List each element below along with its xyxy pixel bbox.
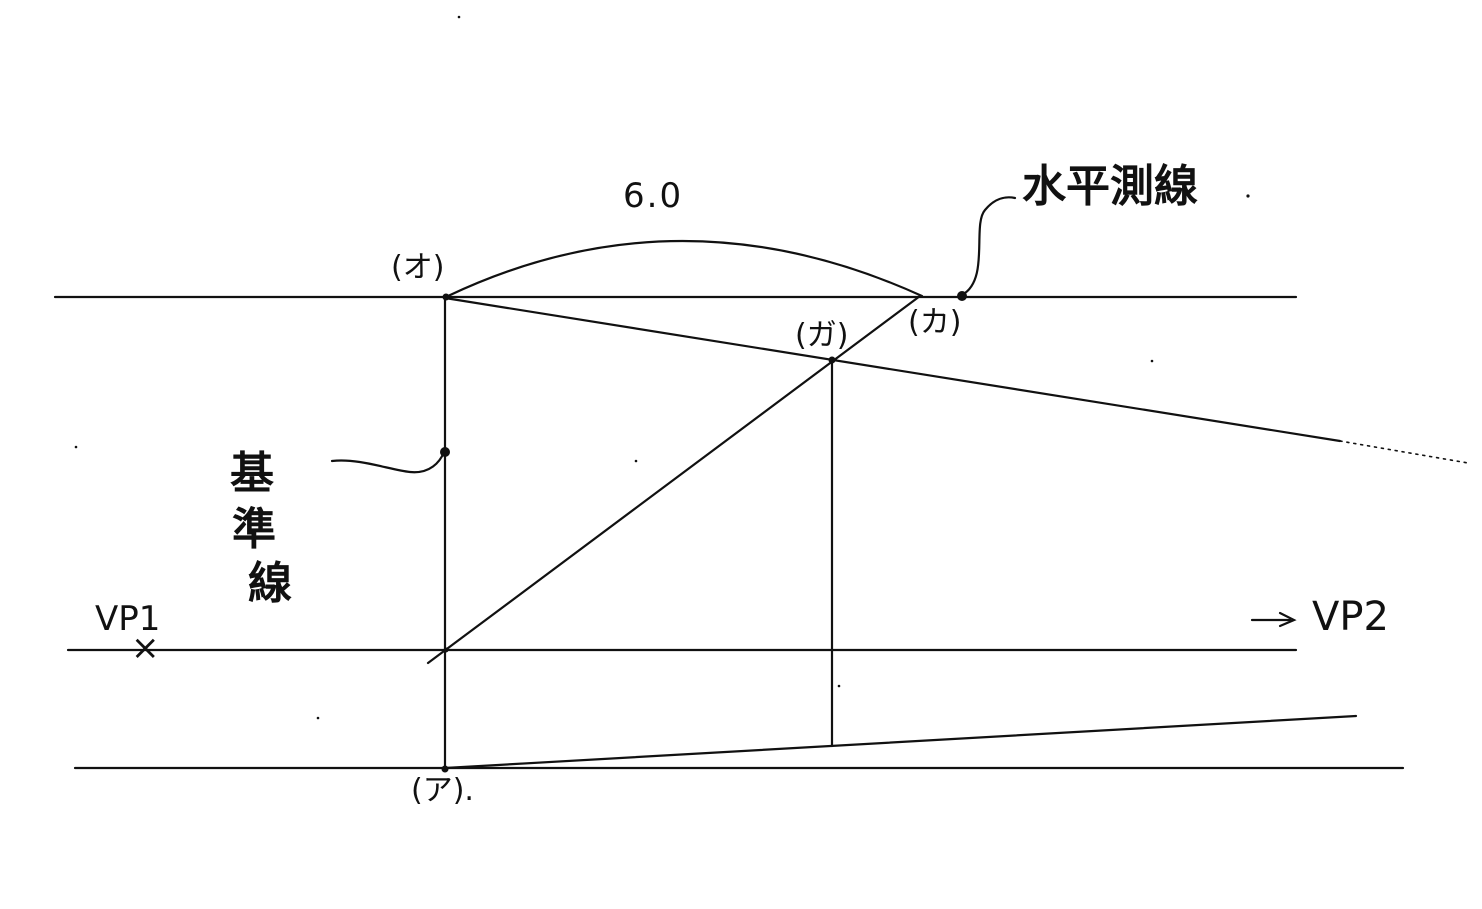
label-point-o: (オ) [391,250,444,285]
speck [1150,359,1154,363]
vp1-marker: × [131,628,160,668]
label-horizontal-measure-line: 水平測線 [1022,161,1198,212]
label-vp1: VP1 [95,599,160,639]
dimension-arc [446,240,924,298]
point-dot-reference [440,447,450,457]
diagonal-line [426,294,922,665]
lower-converging-line [443,714,1358,770]
point-dot-o [442,293,450,301]
dimension-label: 6.0 [623,176,683,216]
point-dot-ka [957,291,967,301]
label-reference-line-char-1: 基 [230,448,274,499]
leader-reference-line [330,450,446,474]
speck [457,15,461,19]
upper-converging-line-dotted [1339,440,1469,464]
label-reference-line-char-2: 準 [232,504,276,555]
upper-converging-line [443,296,1342,443]
label-point-a: (ア). [411,773,474,808]
speck [74,445,78,449]
leader-horizontal-measure-line [960,196,1017,297]
speck [837,684,841,688]
point-dot-ga [828,356,836,364]
label-reference-line-char-3: 線 [248,558,292,609]
speck [1246,194,1250,198]
speck [634,459,638,463]
label-point-ka: (カ) [908,305,961,340]
speck [316,716,320,720]
point-dot-horizon [443,647,449,653]
label-point-ga: (ガ) [795,318,848,353]
label-vp2: VP2 [1312,594,1389,640]
point-dot-a [441,765,449,773]
vp2-arrow-head [1278,611,1297,628]
